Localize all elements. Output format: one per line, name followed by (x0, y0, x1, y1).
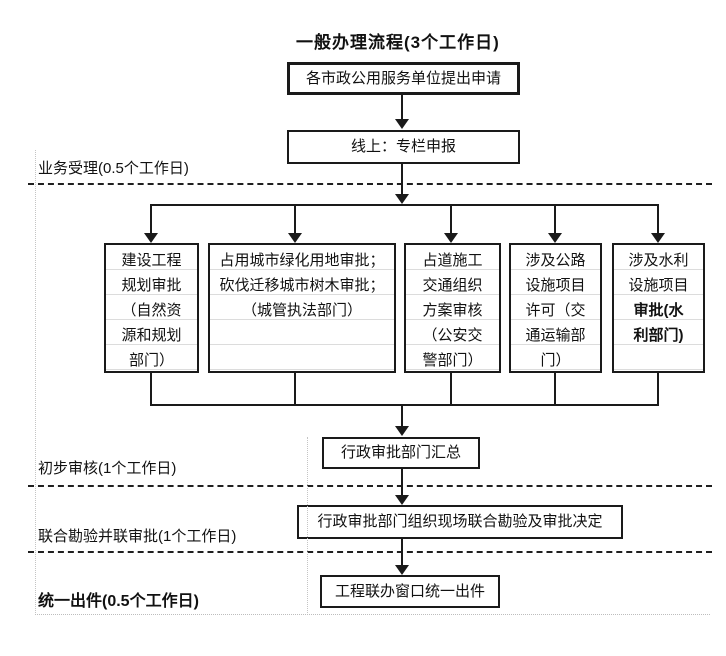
merge-rise-5 (657, 373, 659, 405)
merge-rise-4 (554, 373, 556, 405)
arrowhead-into-summary (395, 426, 409, 436)
arrowhead-into-joint (395, 495, 409, 505)
branch-distribution-line (150, 204, 659, 206)
dept-planning-text: 建设工程 规划审批 （自然资 源和规划 部门） (121, 252, 182, 369)
dept-water-text-normal: 涉及水利 设施项目 (628, 252, 689, 294)
node-joint-inspection: 行政审批部门组织现场联合勘验及审批决定 (297, 505, 623, 539)
arrowhead-dept-2 (288, 233, 302, 243)
merge-collection-line (150, 404, 659, 406)
branch-drop-3 (450, 205, 452, 234)
node-dept-traffic: 占道施工 交通组织 方案审核 （公安交 警部门） (404, 243, 501, 373)
stage-label-preliminary-review: 初步审核(1个工作日) (38, 460, 177, 477)
connector-merge-summary (401, 405, 403, 427)
arrowhead-into-output (395, 565, 409, 575)
node-summary: 行政审批部门汇总 (322, 437, 480, 469)
dept-greening-text: 占用城市绿化用地审批； 砍伐迁移城市树木审批； （城管执法部门） (219, 252, 385, 319)
node-dept-highway: 涉及公路 设施项目 许可（交 通运输部 门） (509, 243, 602, 373)
arrowhead-dept-5 (651, 233, 665, 243)
grid-vline-left (35, 150, 36, 615)
stage-separator-1 (28, 183, 712, 185)
merge-rise-2 (294, 373, 296, 405)
node-final-output: 工程联办窗口统一出件 (320, 575, 500, 608)
dept-water-text-bold: 审批(水 利部门) (633, 302, 684, 344)
arrowhead-dept-1 (144, 233, 158, 243)
branch-drop-5 (657, 205, 659, 234)
branch-drop-4 (554, 205, 556, 234)
page-title: 一般办理流程(3个工作日) (296, 33, 500, 52)
connector-apply-online (401, 95, 403, 120)
arrowhead-dept-3 (444, 233, 458, 243)
node-dept-water: 涉及水利 设施项目审批(水 利部门) (612, 243, 705, 373)
grid-hline-bottom (35, 614, 710, 615)
stage-separator-3 (28, 551, 712, 553)
arrowhead-into-online (395, 119, 409, 129)
branch-drop-2 (294, 205, 296, 234)
connector-online-branch (401, 164, 403, 195)
stage-label-unified-output: 统一出件(0.5个工作日) (38, 593, 199, 610)
dept-highway-text: 涉及公路 设施项目 许可（交 通运输部 门） (525, 252, 586, 369)
stage-label-joint-approval: 联合勘验并联审批(1个工作日) (38, 528, 237, 545)
connector-joint-output (401, 539, 403, 566)
node-apply: 各市政公用服务单位提出申请 (287, 62, 520, 95)
stage-separator-2 (28, 485, 712, 487)
branch-drop-1 (150, 205, 152, 234)
connector-summary-joint (401, 469, 403, 496)
node-online-declare: 线上：专栏申报 (287, 130, 520, 164)
arrowhead-into-branch (395, 194, 409, 204)
node-dept-planning: 建设工程 规划审批 （自然资 源和规划 部门） (104, 243, 199, 373)
stage-label-acceptance: 业务受理(0.5个工作日) (38, 160, 189, 177)
merge-rise-3 (450, 373, 452, 405)
node-dept-greening: 占用城市绿化用地审批； 砍伐迁移城市树木审批； （城管执法部门） (208, 243, 396, 373)
dept-traffic-text: 占道施工 交通组织 方案审核 （公安交 警部门） (422, 252, 483, 369)
merge-rise-1 (150, 373, 152, 405)
grid-vline-mid (307, 437, 308, 615)
arrowhead-dept-4 (548, 233, 562, 243)
